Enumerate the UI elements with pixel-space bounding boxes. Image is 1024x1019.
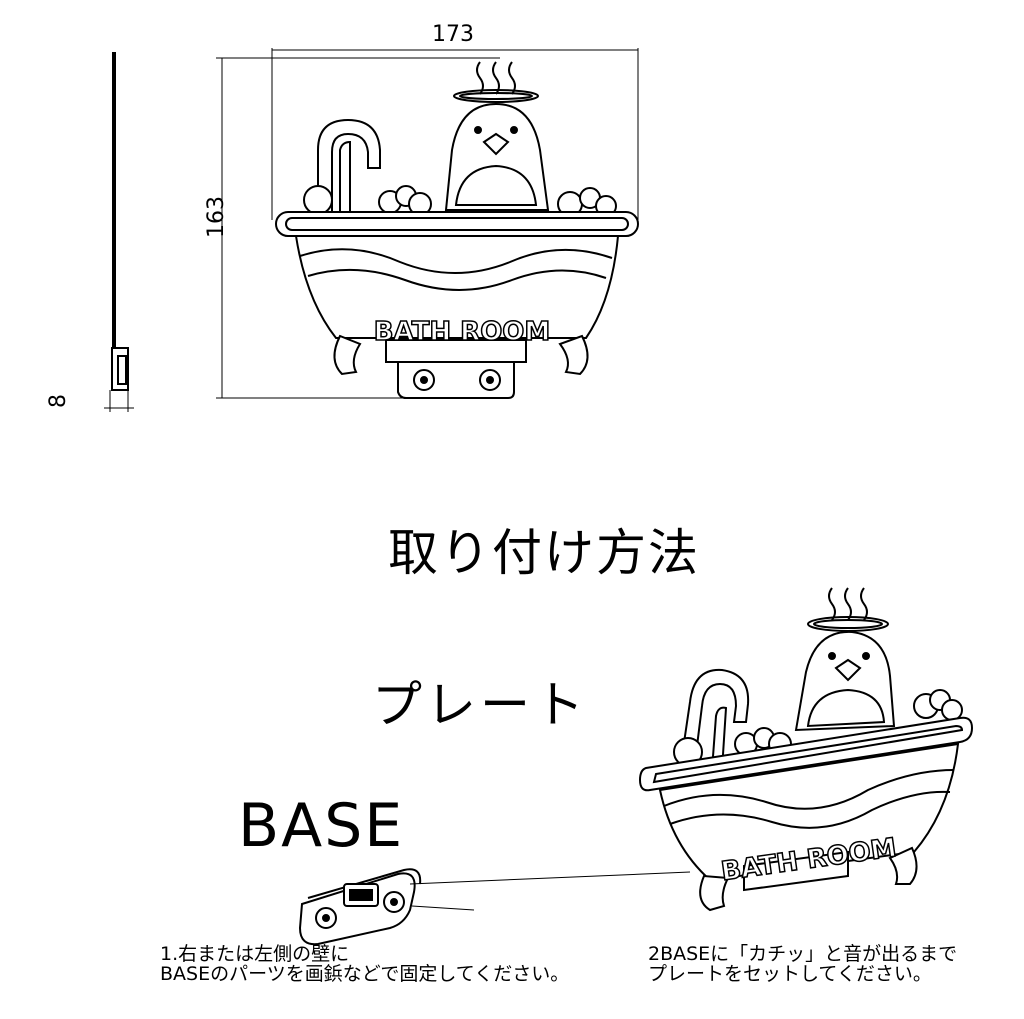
side-view bbox=[104, 52, 134, 412]
base-part bbox=[298, 868, 422, 946]
step-2-line-1: 2BASEに「カチッ」と音が出るまで bbox=[648, 943, 958, 965]
step-1-instructions: 1.右または左側の壁に BASEのパーツを画鋲などで固定してください。 bbox=[160, 944, 569, 984]
dimension-height-label: 163 bbox=[204, 196, 229, 238]
front-view-bathtub bbox=[275, 61, 639, 399]
dimension-thickness-label: 8 bbox=[46, 394, 71, 408]
step-2-instructions: 2BASEに「カチッ」と音が出るまで プレートをセットしてください。 bbox=[648, 944, 957, 984]
method-heading: 取り付け方法 bbox=[388, 524, 700, 582]
plate-heading: プレート bbox=[372, 676, 588, 734]
step-1-line-1: 1.右または左側の壁に bbox=[160, 943, 350, 965]
dimension-width-label: 173 bbox=[432, 22, 474, 47]
plate-label-front: BATH ROOM bbox=[374, 317, 551, 347]
step-2-line-2: プレートをセットしてください。 bbox=[648, 963, 932, 985]
step-1-line-2: BASEのパーツを画鋲などで固定してください。 bbox=[160, 963, 570, 985]
assembly-guide-lines bbox=[409, 871, 691, 911]
perspective-view-bathtub bbox=[638, 587, 974, 912]
dimension-lines bbox=[216, 48, 639, 399]
base-heading: BASE bbox=[238, 791, 405, 861]
